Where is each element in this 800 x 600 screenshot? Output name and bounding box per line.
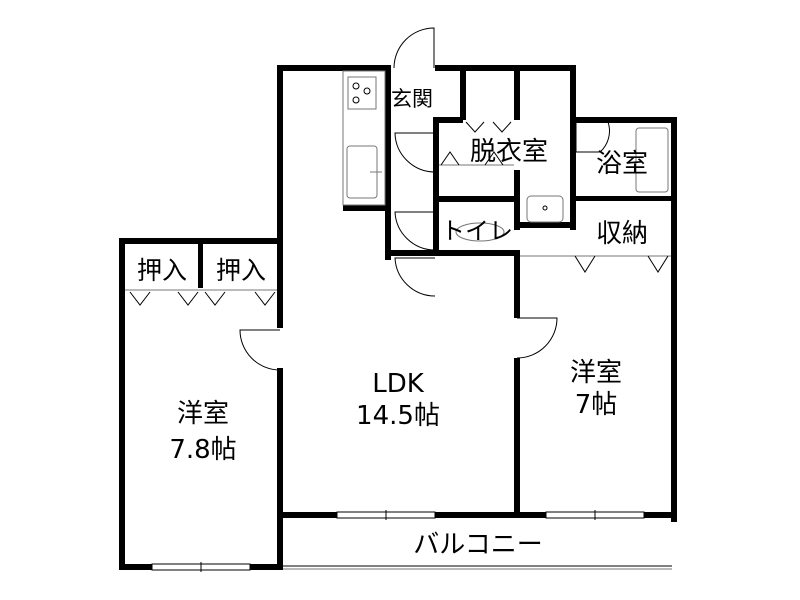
label-storage: 収納 <box>596 219 648 249</box>
toilet-icon <box>455 222 505 242</box>
label-closet-right: 押入 <box>216 256 266 285</box>
toilet-door <box>394 211 436 251</box>
entrance-door <box>393 27 435 69</box>
bath-door <box>575 121 610 153</box>
label-western-left: 洋室 <box>177 399 229 429</box>
label-balcony: バルコニー <box>413 530 542 560</box>
doors <box>239 27 610 371</box>
label-western-right: 洋室 <box>570 358 622 388</box>
label-toilet: トイレ <box>441 217 513 245</box>
label-western-left-size: 7.8帖 <box>169 435 236 465</box>
stove-icon <box>347 76 377 110</box>
label-closet-left: 押入 <box>137 256 187 285</box>
label-western-right-size: 7帖 <box>575 390 618 420</box>
left-room-door <box>239 329 281 371</box>
kitchen <box>342 70 386 206</box>
label-ldk-size: 14.5帖 <box>356 401 440 431</box>
washbasin-icon <box>526 195 564 223</box>
label-bathroom: 浴室 <box>596 149 648 179</box>
closet-hinges <box>125 121 671 306</box>
corridor-door <box>394 257 436 297</box>
balcony <box>282 565 672 570</box>
right-room-door <box>516 317 558 359</box>
windows <box>151 510 645 572</box>
label-ldk: LDK <box>372 369 425 399</box>
closet-door <box>394 132 436 173</box>
label-entrance: 玄関 <box>391 87 433 111</box>
bathtub-icon <box>635 127 669 193</box>
walls <box>119 65 677 570</box>
label-dressing-room: 脱衣室 <box>470 137 548 167</box>
